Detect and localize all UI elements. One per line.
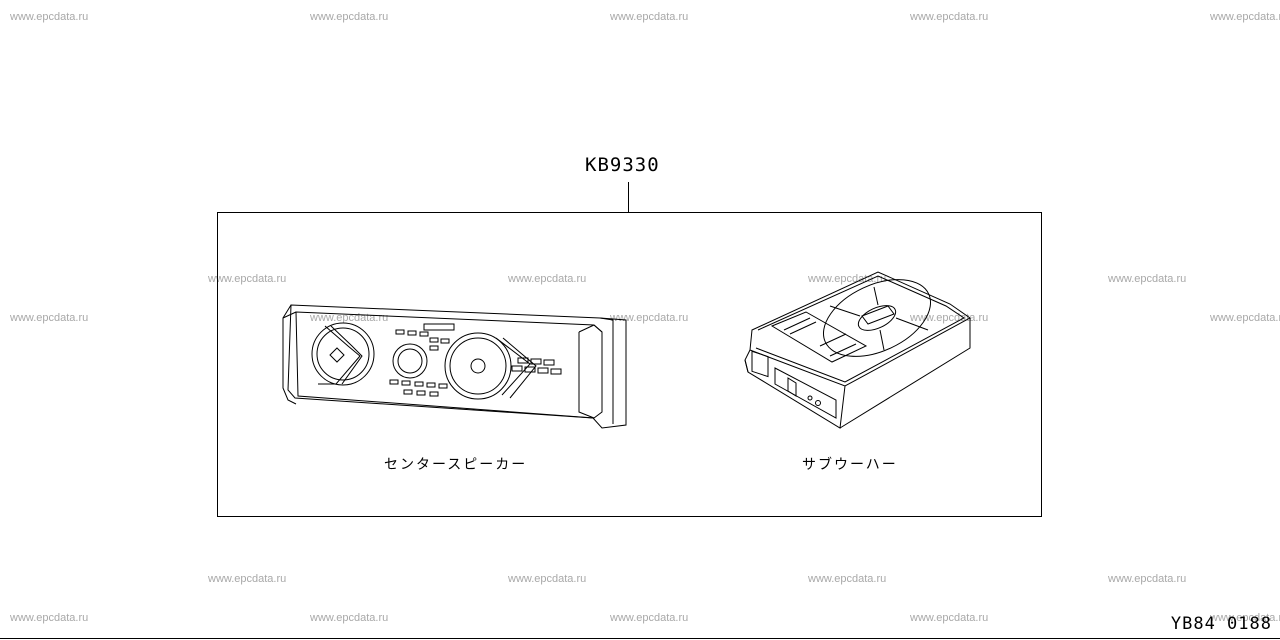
callout-leader-line [628,182,629,213]
watermark: www.epcdata.ru [10,11,89,23]
watermark: www.epcdata.ru [508,273,587,285]
subwoofer-label: サブウーハー [802,457,898,473]
watermark: www.epcdata.ru [610,312,689,324]
watermark: www.epcdata.ru [10,612,89,624]
diagram-code: YB84 0188 [1170,614,1272,634]
part-number-callout[interactable]: KB9330 [585,154,660,176]
watermark: www.epcdata.ru [808,273,887,285]
watermark: www.epcdata.ru [208,573,287,585]
watermark: www.epcdata.ru [610,612,689,624]
watermark: www.epcdata.ru [310,612,389,624]
bottom-border-line [0,638,1280,639]
assembly-frame [217,212,1042,517]
watermark: www.epcdata.ru [1210,11,1280,23]
watermark: www.epcdata.ru [310,11,389,23]
watermark: www.epcdata.ru [208,273,287,285]
watermark: www.epcdata.ru [910,11,989,23]
watermark: www.epcdata.ru [1108,273,1187,285]
watermark: www.epcdata.ru [1108,573,1187,585]
watermark: www.epcdata.ru [1210,612,1280,624]
watermark: www.epcdata.ru [610,11,689,23]
watermark: www.epcdata.ru [508,573,587,585]
watermark: www.epcdata.ru [1210,312,1280,324]
watermark: www.epcdata.ru [10,312,89,324]
watermark: www.epcdata.ru [910,312,989,324]
center-speaker-label: センタースピーカー [384,457,528,473]
watermark: www.epcdata.ru [808,573,887,585]
watermark: www.epcdata.ru [910,612,989,624]
